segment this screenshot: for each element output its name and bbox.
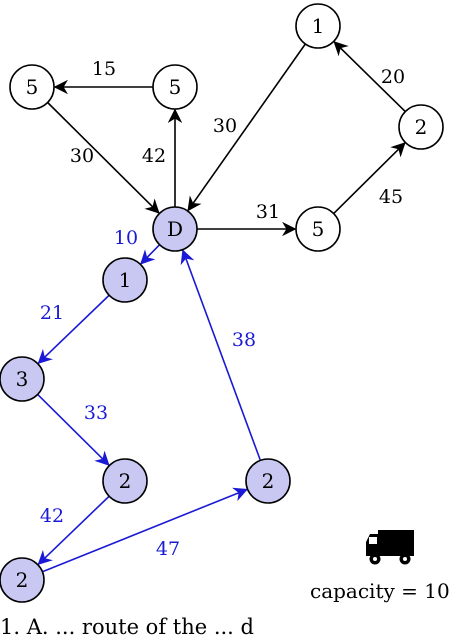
customer-node-r2c: 2 [0,557,45,603]
customer-node-n5a: 5 [9,64,55,110]
node-label: 1 [312,14,325,38]
figure-caption: 1. A. ... route of the ... d [0,617,254,637]
edge-weight-label: 45 [379,186,403,208]
edge-n5c-n2top [333,142,406,215]
customer-node-r3: 3 [0,356,45,402]
node-label: 2 [119,469,132,493]
capacity-label: capacity = 10 [310,579,450,603]
node-label: 5 [169,75,182,99]
edge-r2a-r2c [37,495,110,566]
node-circle [102,257,148,303]
node-label: 2 [415,115,428,139]
edge-weight-label: 33 [84,402,108,424]
edge-weight-label: 30 [70,145,94,167]
edge-n5a-depot [47,101,160,214]
node-label: D [167,217,183,241]
customer-node-n5b: 5 [152,64,198,110]
node-circle [9,64,55,110]
node-circle [295,3,341,49]
edge-weight-label: 38 [232,329,256,351]
edge-depot-r1 [140,244,161,265]
customer-node-r2b: 2 [245,458,291,504]
node-label: 3 [16,367,29,391]
node-circle [0,557,45,603]
node-label: 2 [16,568,29,592]
edge-weight-label: 42 [142,145,166,167]
node-circle [102,458,148,504]
node-label: 5 [26,75,39,99]
customer-node-n2top: 2 [398,104,444,150]
edge-weight-label: 47 [156,538,180,560]
node-label: 5 [312,217,325,241]
node-label: 1 [119,268,132,292]
edge-weight-label: 15 [92,58,116,80]
depot-node: D [152,206,198,252]
customer-node-n5c: 5 [295,206,341,252]
edge-weight-label: 42 [40,505,64,527]
node-circle [245,458,291,504]
edge-r2c-r2b [42,487,248,573]
edge-weight-label: 31 [256,201,280,223]
edge-weight-label: 21 [40,302,64,324]
node-circle [152,206,198,252]
customer-node-n1: 1 [295,3,341,49]
edge-r1-r3 [37,294,110,365]
edge-weight-label: 20 [381,66,405,88]
node-circle [0,356,45,402]
customer-node-r2a: 2 [102,458,148,504]
node-circle [152,64,198,110]
edge-r2b-depot [180,249,262,461]
node-circle [295,206,341,252]
node-circle [398,104,444,150]
edge-n1-depot [187,43,306,212]
edge-r3-r2a [37,393,110,466]
customer-node-r1: 1 [102,257,148,303]
edge-weight-label: 30 [213,115,237,137]
truck-icon [366,530,414,565]
node-label: 2 [262,469,275,493]
edge-weight-label: 10 [114,227,138,249]
edge-n2top-n1 [333,41,406,113]
